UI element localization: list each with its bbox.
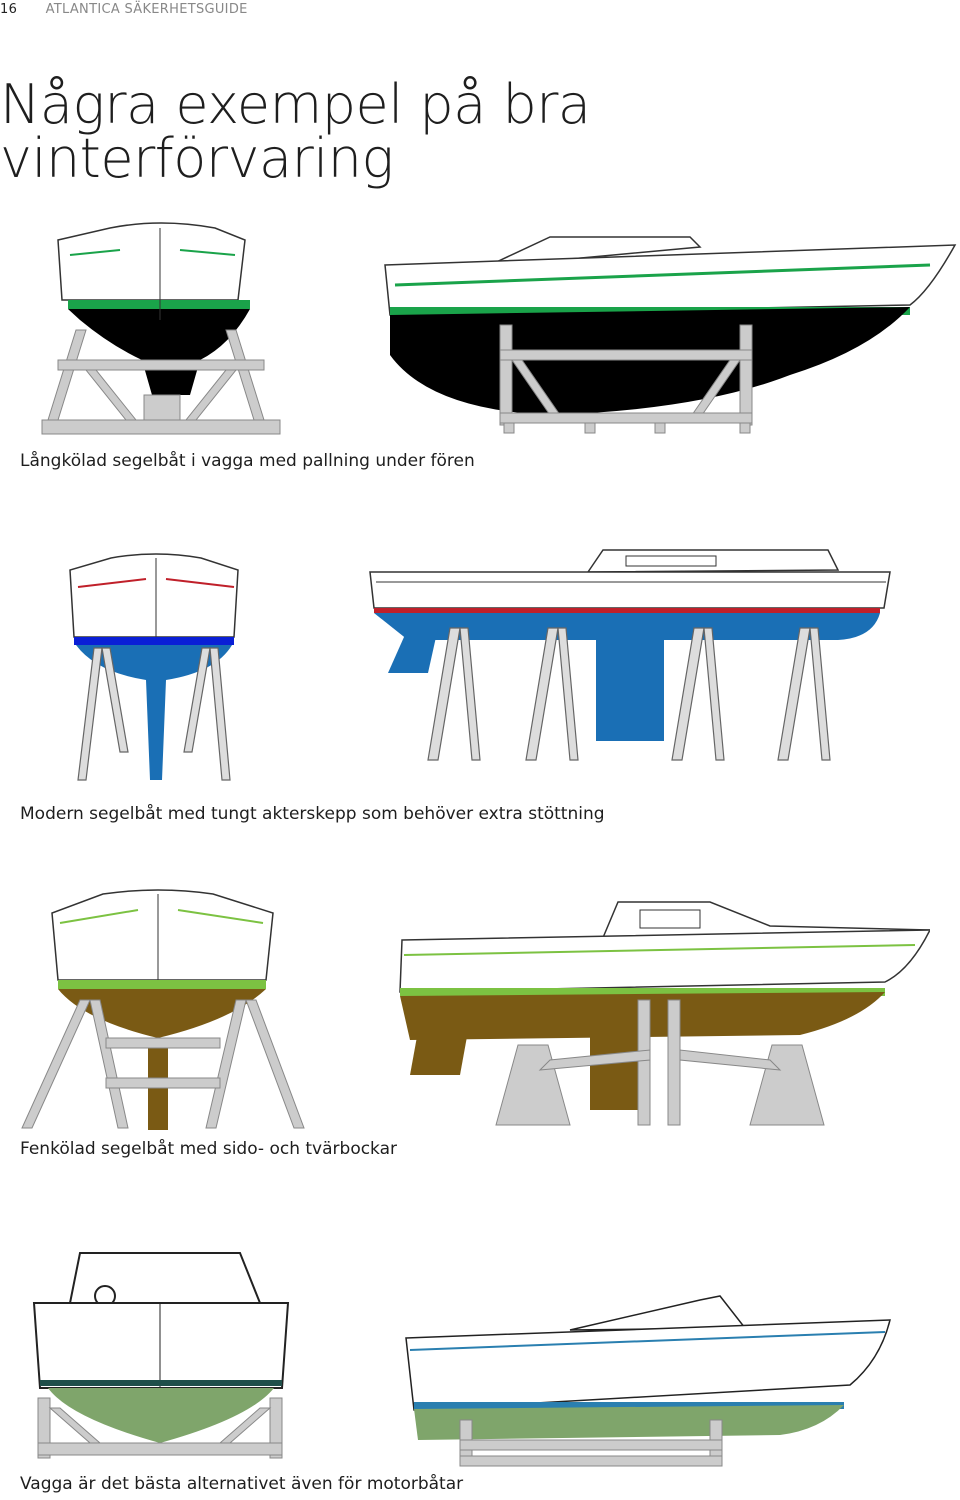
caption-modern: Modern segelbåt med tungt akterskepp som… bbox=[20, 804, 605, 824]
modern-side-illustration bbox=[368, 548, 892, 778]
modern-front-illustration bbox=[66, 552, 246, 784]
caption-longkeel: Långkölad segelbåt i vagga med pallning … bbox=[20, 451, 475, 471]
motorboat-side-illustration bbox=[400, 1290, 900, 1478]
longkeel-side-illustration bbox=[370, 225, 960, 440]
caption-motorboat: Vagga är det bästa alternativet även för… bbox=[20, 1474, 464, 1494]
finkeel-front-illustration bbox=[18, 888, 308, 1130]
running-title: ATLANTICA SÄKERHETSGUIDE bbox=[45, 2, 248, 17]
longkeel-front-illustration bbox=[40, 220, 285, 440]
caption-finkeel: Fenkölad segelbåt med sido- och tvärbock… bbox=[20, 1139, 398, 1159]
motorboat-front-illustration bbox=[30, 1248, 292, 1470]
page-title: Några exempel på bra vinterförvaring bbox=[0, 73, 591, 190]
page-number: 16 bbox=[0, 2, 18, 17]
finkeel-side-illustration bbox=[390, 900, 930, 1130]
page-header: 16 ATLANTICA SÄKERHETSGUIDE bbox=[0, 2, 248, 17]
